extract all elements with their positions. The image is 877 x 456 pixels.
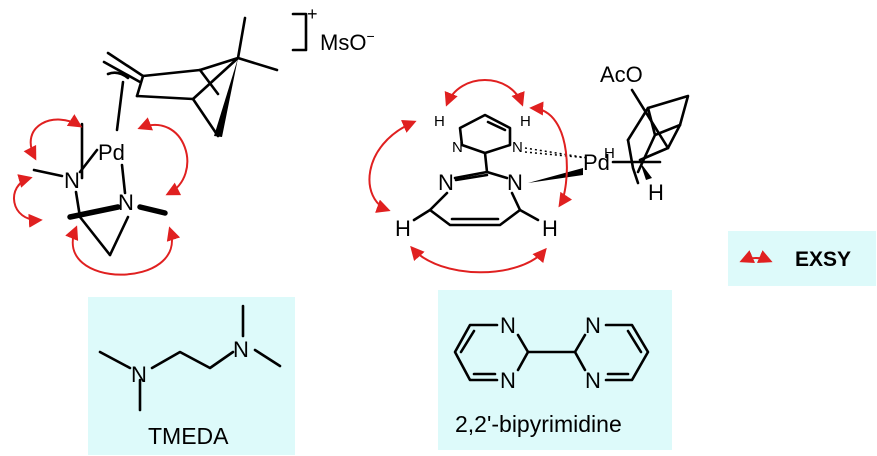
tmeda-structure: N N TMEDA — [98, 304, 282, 449]
exsy-arrow — [410, 245, 547, 274]
bpym-n-2: N — [500, 368, 516, 393]
pd-label-left: Pd — [98, 140, 125, 165]
charge-bracket — [291, 12, 308, 52]
bpym-caption: 2,2'-bipyrimidine — [455, 411, 622, 437]
h-label-bottom: H — [648, 180, 664, 205]
upper-pyrimidine: H H N N — [434, 113, 589, 174]
lower-pyrimidine: N N H H — [395, 168, 583, 241]
legend: EXSY — [739, 248, 851, 271]
h-label: H — [542, 216, 558, 241]
pd-label-right: Pd — [583, 150, 610, 175]
tmeda-panel — [88, 297, 295, 455]
exsy-arrow — [137, 117, 189, 196]
exsy-arrow — [23, 114, 83, 161]
h-label: H — [520, 113, 531, 130]
bipyrimidine-panel — [438, 290, 672, 450]
legend-exsy-label: EXSY — [795, 248, 851, 271]
left-complex: + MsO− Pd N N — [13, 4, 375, 276]
n-label-left-1: N — [64, 168, 80, 193]
acetoxy-label: AcO — [600, 62, 643, 87]
bpym-n-1: N — [500, 313, 516, 338]
n-label: N — [507, 170, 523, 195]
pinanyl-ligand — [611, 88, 690, 185]
h-label: H — [434, 113, 445, 130]
exsy-arrow — [13, 174, 43, 228]
n-label-left-2: N — [118, 190, 134, 215]
pinene-allyl-ligand — [102, 16, 279, 138]
exsy-arrow — [529, 101, 573, 208]
n-label: N — [452, 139, 463, 156]
counterion-label: MsO− — [320, 28, 375, 55]
right-complex: H H N N N N H H Pd AcO H H — [368, 62, 690, 274]
agostic-h-label: H — [604, 145, 615, 162]
bipyrimidine-structure: N N N N 2,2'-bipyrimidine — [453, 313, 650, 437]
h-label: H — [395, 216, 411, 241]
legend-exsy-arrow — [739, 250, 773, 264]
bpym-n-4: N — [585, 368, 601, 393]
tmeda-caption: TMEDA — [148, 423, 229, 449]
exsy-arrow — [65, 225, 181, 276]
tmeda-n-1: N — [131, 362, 147, 387]
n-label: N — [438, 170, 454, 195]
charge-plus: + — [307, 4, 318, 24]
bpym-n-3: N — [585, 313, 601, 338]
exsy-arrow — [368, 119, 417, 213]
tmeda-n-2: N — [233, 337, 249, 362]
n-label: N — [512, 139, 523, 156]
exsy-arrow — [444, 79, 525, 107]
